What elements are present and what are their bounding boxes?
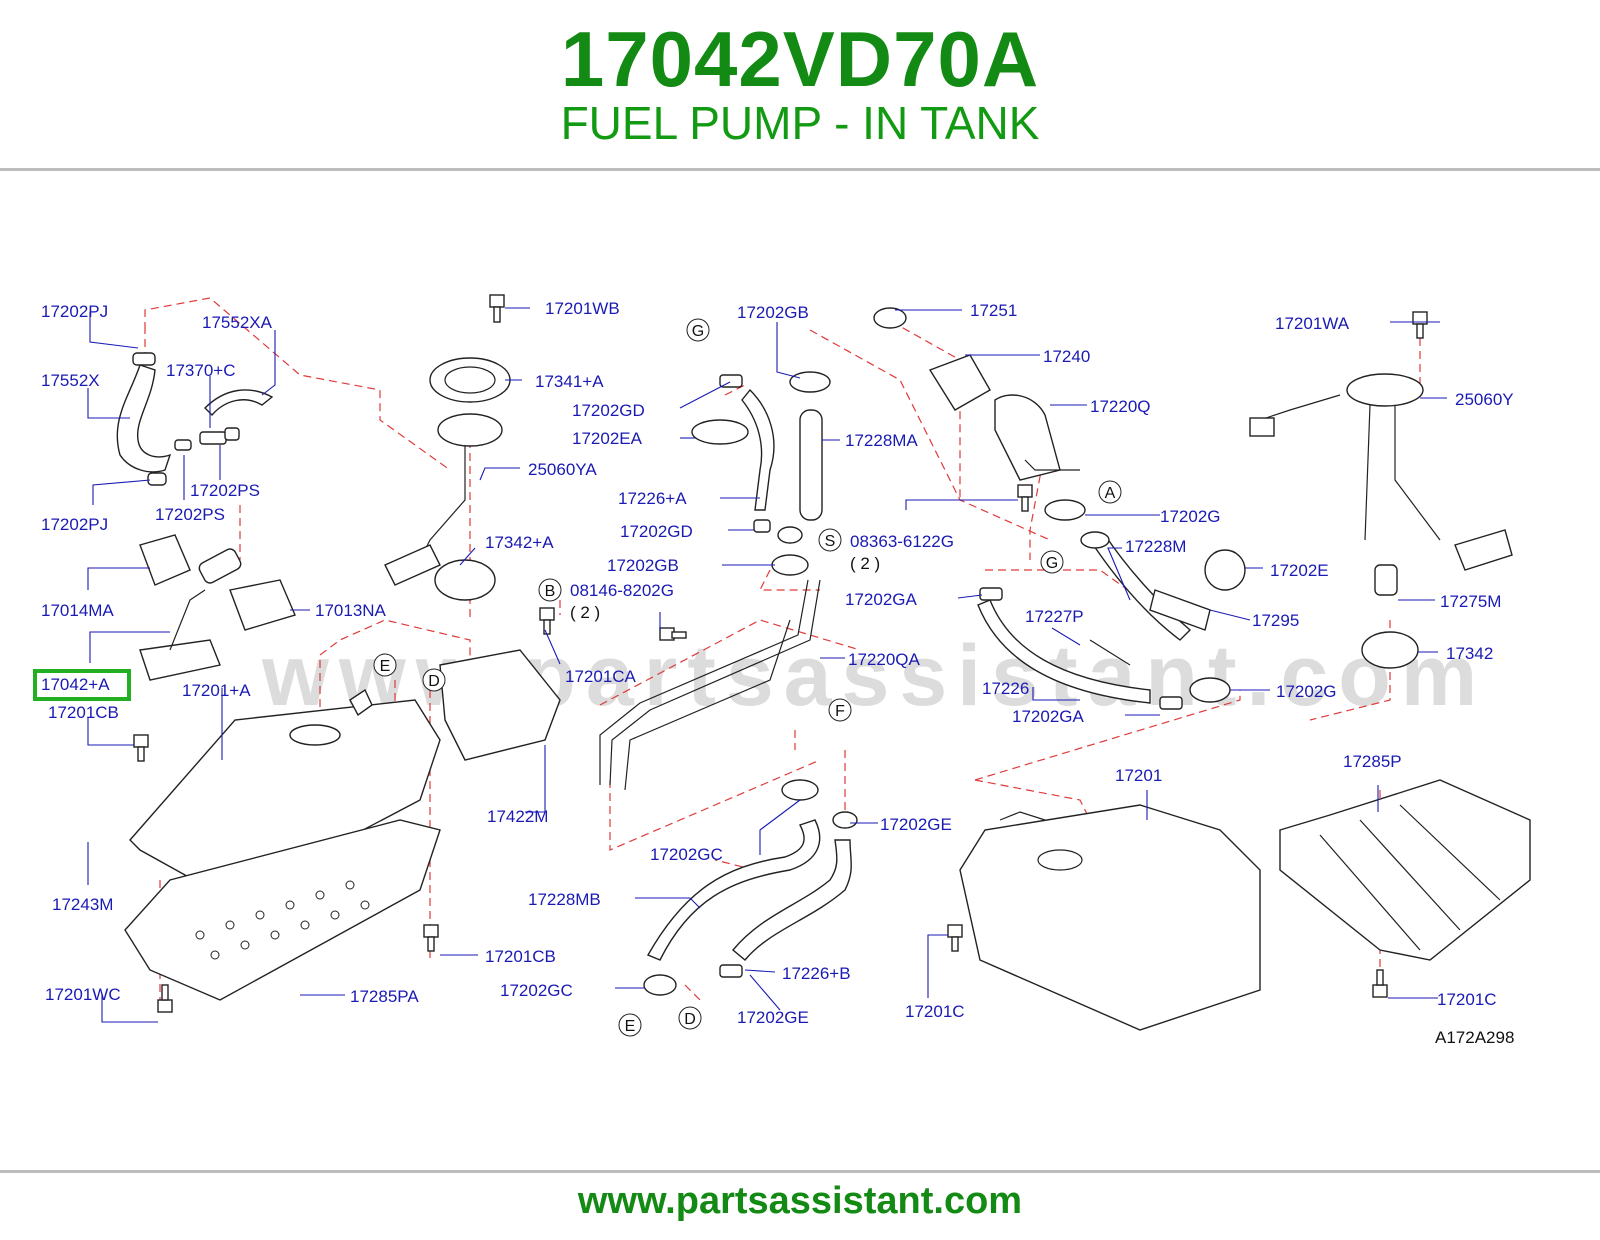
part-label[interactable]: 17226 — [982, 679, 1029, 698]
callout-E-lower: E — [618, 1013, 642, 1037]
part-label[interactable]: 17226+B — [782, 964, 851, 983]
figure-code: A172A298 — [1435, 1028, 1514, 1047]
part-label[interactable]: 17370+C — [166, 361, 235, 380]
part-label[interactable]: 17202G — [1160, 507, 1221, 526]
quantity-label: ( 2 ) — [570, 603, 600, 622]
part-label[interactable]: 17285P — [1343, 752, 1402, 771]
svg-text:B: B — [545, 583, 556, 600]
svg-text:S: S — [825, 533, 836, 550]
part-label[interactable]: 17202PS — [190, 481, 260, 500]
svg-text:D: D — [428, 673, 440, 690]
part-label[interactable]: 17202E — [1270, 561, 1329, 580]
callout-A: A — [1098, 480, 1122, 504]
part-label[interactable]: 17202GD — [620, 522, 693, 541]
part-label[interactable]: 17201WB — [545, 299, 620, 318]
part-label[interactable]: 17202GC — [500, 981, 573, 1000]
part-label[interactable]: 17202PS — [155, 505, 225, 524]
part-label[interactable]: 17202GE — [880, 815, 952, 834]
part-label[interactable]: 17201CA — [565, 667, 637, 686]
part-label[interactable]: 17201CB — [48, 703, 119, 722]
part-label[interactable]: 17202GE — [737, 1008, 809, 1027]
callout-E-upper: E — [373, 653, 397, 677]
part-label[interactable]: 17202PJ — [41, 302, 108, 321]
callout-S: S — [818, 528, 842, 552]
part-label[interactable]: 17202PJ — [41, 515, 108, 534]
part-label[interactable]: 17201CB — [485, 947, 556, 966]
part-label[interactable]: 17201C — [905, 1002, 965, 1021]
part-label[interactable]: 17201WA — [1275, 314, 1350, 333]
callout-markers: E D E D G G A B S F — [373, 318, 1122, 1037]
part-labels: 17202PJ 17552XA 17552X 17370+C 17202PS 1… — [41, 299, 1514, 1047]
footer-divider — [0, 1170, 1600, 1173]
callout-F: F — [828, 698, 852, 722]
part-label[interactable]: 17240 — [1043, 347, 1090, 366]
callout-B: B — [538, 578, 562, 602]
part-label[interactable]: 17227P — [1025, 607, 1084, 626]
part-label[interactable]: 17341+A — [535, 372, 604, 391]
part-label[interactable]: 17275M — [1440, 592, 1501, 611]
header-divider — [0, 168, 1600, 171]
part-label[interactable]: 17295 — [1252, 611, 1299, 630]
part-label[interactable]: 17202GB — [737, 303, 809, 322]
part-label[interactable]: 17202GA — [1012, 707, 1084, 726]
part-label[interactable]: 08363-6122G — [850, 532, 954, 551]
svg-text:G: G — [692, 323, 704, 340]
part-label[interactable]: 17226+A — [618, 489, 687, 508]
part-label[interactable]: 17220Q — [1090, 397, 1151, 416]
part-label[interactable]: 17552XA — [202, 313, 273, 332]
part-label[interactable]: 25060Y — [1455, 390, 1514, 409]
callout-G-lower: G — [1040, 550, 1064, 574]
part-label[interactable]: 17014MA — [41, 601, 114, 620]
part-label[interactable]: 17243M — [52, 895, 113, 914]
part-label[interactable]: 17202GC — [650, 845, 723, 864]
svg-text:G: G — [1046, 555, 1058, 572]
site-url[interactable]: www.partsassistant.com — [577, 1180, 1023, 1222]
part-label[interactable]: 17202GB — [607, 556, 679, 575]
part-label[interactable]: 17228M — [1125, 537, 1186, 556]
part-description: FUEL PUMP - IN TANK — [560, 97, 1040, 149]
part-label[interactable]: 08146-8202G — [570, 581, 674, 600]
part-label[interactable]: 17251 — [970, 301, 1017, 320]
part-drawings — [116, 294, 1531, 1031]
callout-G-upper: G — [686, 318, 710, 342]
part-label[interactable]: 17202G — [1276, 682, 1337, 701]
highlight-box — [33, 669, 131, 701]
svg-text:E: E — [625, 1018, 636, 1035]
part-label[interactable]: 17013NA — [315, 601, 387, 620]
part-label[interactable]: 17552X — [41, 371, 100, 390]
part-label[interactable]: 17228MA — [845, 431, 918, 450]
part-label[interactable]: 17201C — [1437, 990, 1497, 1009]
part-label[interactable]: 17201+A — [182, 681, 251, 700]
part-label[interactable]: 17201WC — [45, 985, 121, 1004]
svg-text:F: F — [835, 703, 845, 720]
leader-lines — [87, 307, 1447, 1023]
part-label[interactable]: 17228MB — [528, 890, 601, 909]
callout-D-upper: D — [422, 668, 446, 692]
part-number-title: 17042VD70A — [560, 15, 1040, 103]
svg-text:E: E — [380, 658, 391, 675]
part-label[interactable]: 17202GD — [572, 401, 645, 420]
part-label[interactable]: 17422M — [487, 807, 548, 826]
part-label[interactable]: 17202EA — [572, 429, 643, 448]
part-label[interactable]: 25060YA — [528, 460, 597, 479]
part-label[interactable]: 17342+A — [485, 533, 554, 552]
part-label[interactable]: 17220QA — [848, 650, 920, 669]
callout-D-lower: D — [678, 1006, 702, 1030]
svg-text:D: D — [684, 1011, 696, 1028]
part-label[interactable]: 17285PA — [350, 987, 419, 1006]
part-label[interactable]: 17342 — [1446, 644, 1493, 663]
highlighted-part-label[interactable]: 17042+A — [41, 675, 110, 694]
part-label[interactable]: 17201 — [1115, 766, 1162, 785]
part-label[interactable]: 17202GA — [845, 590, 917, 609]
svg-text:A: A — [1105, 485, 1116, 502]
quantity-label: ( 2 ) — [850, 554, 880, 573]
